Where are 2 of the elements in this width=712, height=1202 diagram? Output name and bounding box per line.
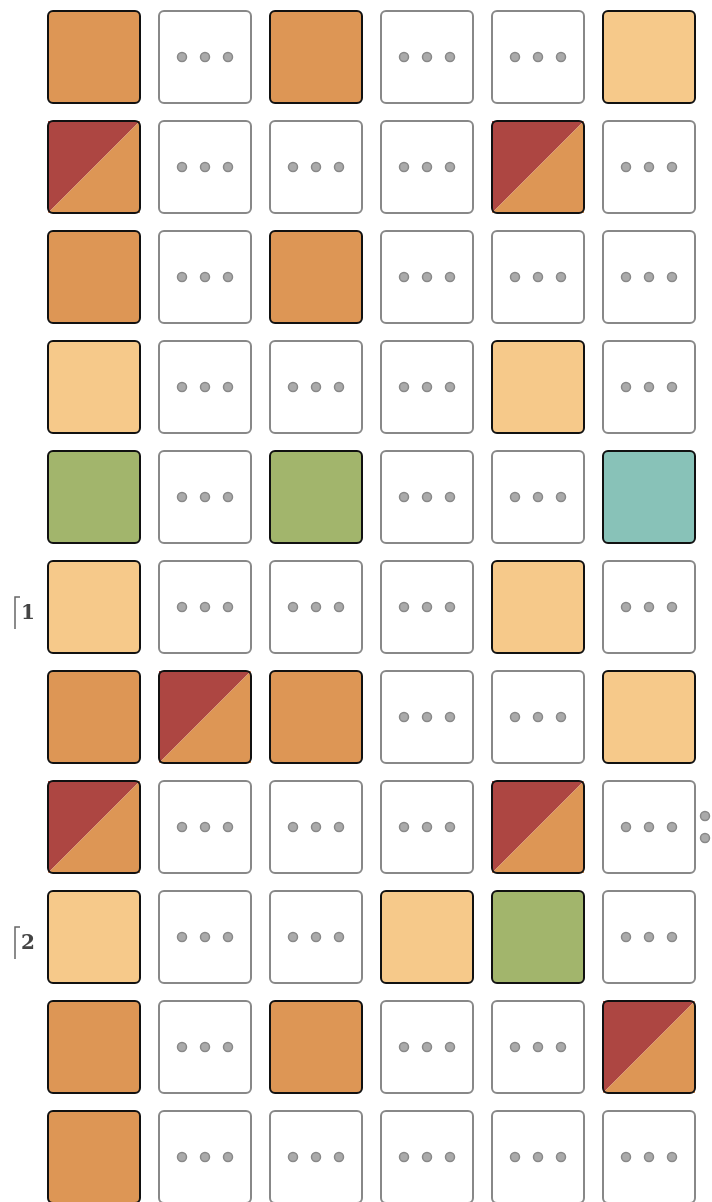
row-number: 2 xyxy=(21,932,35,952)
row-number: 1 xyxy=(21,602,35,622)
